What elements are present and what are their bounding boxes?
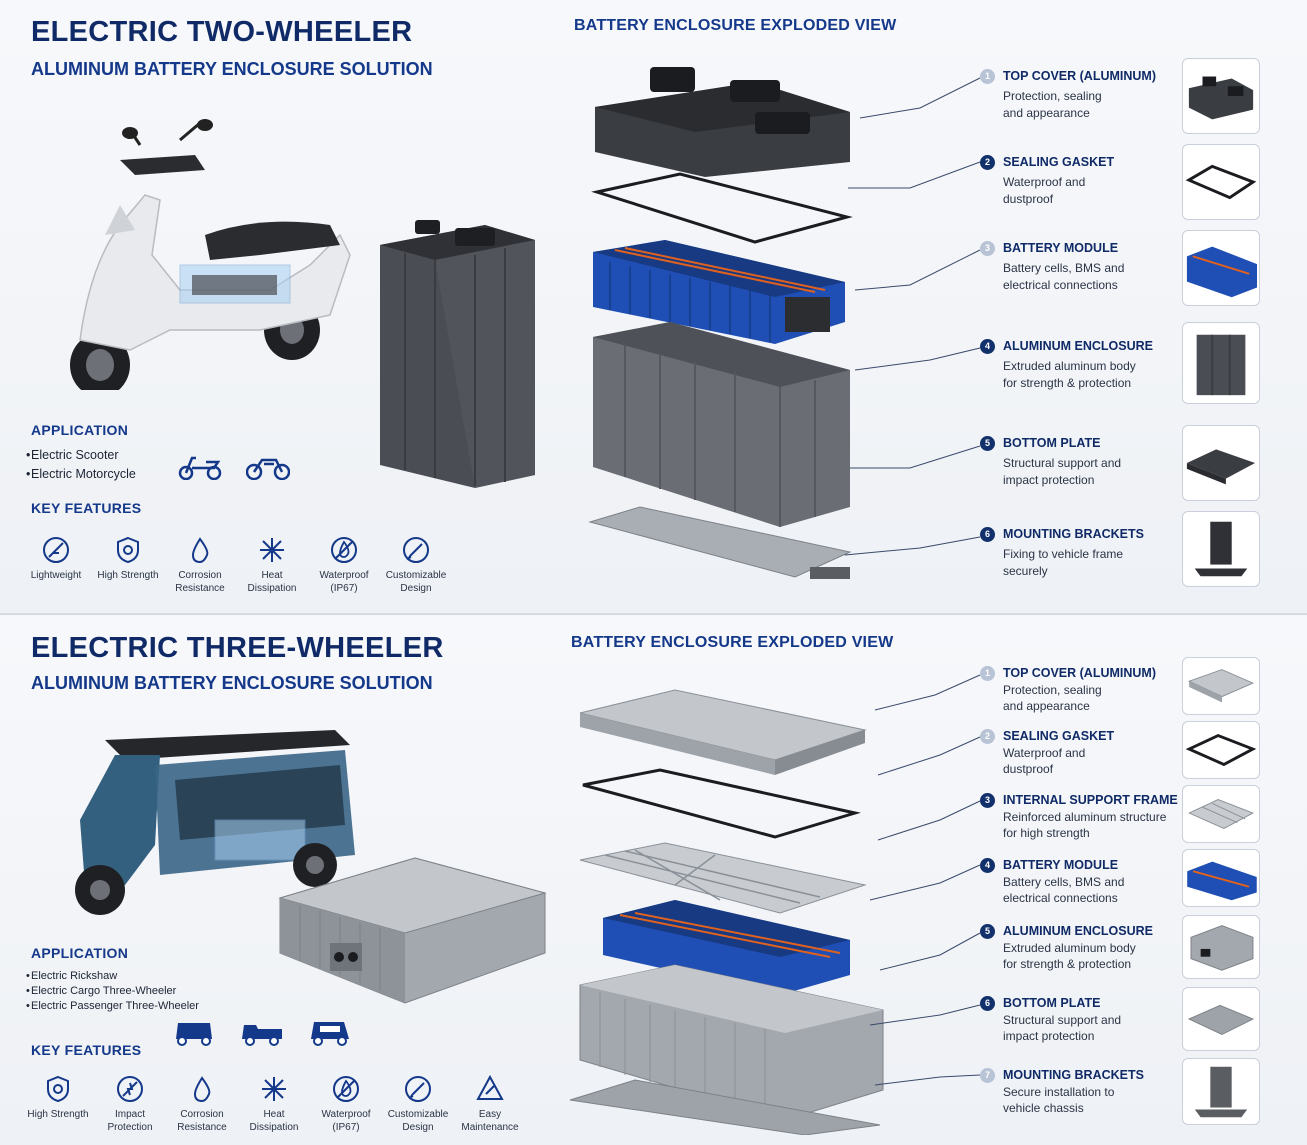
thumb-battery-module [1182, 230, 1260, 306]
snowflake-icon [262, 1077, 286, 1101]
feature-item: Waterproof (IP67) [308, 535, 380, 595]
thumb-top-cover [1182, 657, 1260, 715]
three-wheeler-title: ELECTRIC THREE-WHEELER [31, 632, 444, 664]
two-wheeler-features: Lightweight High Strength Corrosion Resi… [20, 535, 452, 595]
waterproof-icon [333, 1076, 359, 1102]
drop-icon [193, 1076, 211, 1103]
feather-icon [43, 537, 69, 563]
application-item: •Electric Rickshaw [26, 970, 118, 982]
thumb-sealing-gasket [1182, 144, 1260, 220]
two-wheeler-application-list: •Electric Scooter •Electric Motorcycle [26, 446, 136, 484]
rickshaw-icon [176, 1023, 212, 1046]
thumb-mounting-brackets [1182, 1058, 1260, 1125]
shield-icon [117, 536, 139, 564]
feature-item: Impact Protection [94, 1074, 166, 1134]
feature-item: Corrosion Resistance [166, 1074, 238, 1134]
thumb-bottom-plate [1182, 425, 1260, 501]
scooter-illustration [70, 119, 351, 390]
two-wheeler-application-head: APPLICATION [31, 422, 129, 438]
feature-item: Waterproof (IP67) [310, 1074, 382, 1134]
three-wheeler-vehicle-icons [172, 1017, 352, 1047]
waterproof-icon [331, 537, 357, 563]
application-item: •Electric Scooter [26, 448, 119, 462]
assembled-battery-pack [380, 220, 535, 488]
pencil-icon [405, 1076, 431, 1102]
scooter-icon [178, 456, 222, 480]
impact-icon [117, 1076, 143, 1102]
thumb-internal-support-frame [1182, 785, 1260, 843]
three-wheeler-application-head: APPLICATION [31, 945, 129, 961]
feature-item: Heat Dissipation [238, 1074, 310, 1134]
passenger-three-wheeler-icon [311, 1022, 349, 1046]
two-wheeler-exploded-view [588, 67, 853, 579]
snowflake-icon [260, 538, 284, 562]
two-wheeler-vehicle-icons [178, 450, 290, 480]
wrench-icon [476, 1074, 504, 1100]
three-wheeler-subtitle: ALUMINUM BATTERY ENCLOSURE SOLUTION [31, 673, 433, 693]
shield-icon [47, 1075, 69, 1103]
three-wheeler-application-list: •Electric Rickshaw •Electric Cargo Three… [26, 969, 199, 1014]
three-wheeler-panel: ELECTRIC THREE-WHEELER ALUMINUM BATTERY … [0, 615, 1307, 1145]
feature-item: Lightweight [20, 535, 92, 595]
drop-icon [191, 537, 209, 564]
cargo-three-wheeler-icon [242, 1025, 282, 1046]
feature-item: Heat Dissipation [236, 535, 308, 595]
motorcycle-icon [246, 458, 290, 480]
thumb-top-cover [1182, 58, 1260, 134]
thumb-sealing-gasket [1182, 721, 1260, 779]
thumb-battery-module [1182, 849, 1260, 907]
two-wheeler-subtitle: ALUMINUM BATTERY ENCLOSURE SOLUTION [31, 59, 433, 79]
rickshaw-illustration [75, 730, 355, 915]
application-item: •Electric Passenger Three-Wheeler [26, 1000, 199, 1012]
feature-item: Corrosion Resistance [164, 535, 236, 595]
thumb-aluminum-enclosure [1182, 915, 1260, 979]
feature-item: Customizable Design [382, 1074, 454, 1134]
application-item: •Electric Motorcycle [26, 467, 136, 481]
battery-module-graphic [593, 240, 845, 344]
three-wheeler-features-head: KEY FEATURES [31, 1042, 142, 1058]
thumb-mounting-brackets [1182, 511, 1260, 587]
pencil-icon [403, 537, 429, 563]
three-wheeler-features: High Strength Impact Protection Corrosio… [22, 1074, 526, 1134]
two-wheeler-exploded-title: BATTERY ENCLOSURE EXPLODED VIEW [574, 17, 897, 34]
application-item: •Electric Cargo Three-Wheeler [26, 985, 177, 997]
two-wheeler-panel: ELECTRIC TWO-WHEELER ALUMINUM BATTERY EN… [0, 0, 1307, 613]
feature-item: High Strength [22, 1074, 94, 1134]
assembled-battery-pack-three [278, 857, 547, 1004]
feature-item: Easy Maintenance [454, 1074, 526, 1134]
two-wheeler-features-head: KEY FEATURES [31, 500, 142, 516]
feature-item: High Strength [92, 535, 164, 595]
thumb-bottom-plate [1182, 987, 1260, 1051]
thumb-aluminum-enclosure [1182, 322, 1260, 404]
three-wheeler-exploded-view [569, 689, 884, 1135]
feature-item: Customizable Design [380, 535, 452, 595]
three-wheeler-exploded-title: BATTERY ENCLOSURE EXPLODED VIEW [571, 634, 894, 651]
two-wheeler-title: ELECTRIC TWO-WHEELER [31, 16, 413, 48]
panel-divider [0, 613, 1307, 615]
